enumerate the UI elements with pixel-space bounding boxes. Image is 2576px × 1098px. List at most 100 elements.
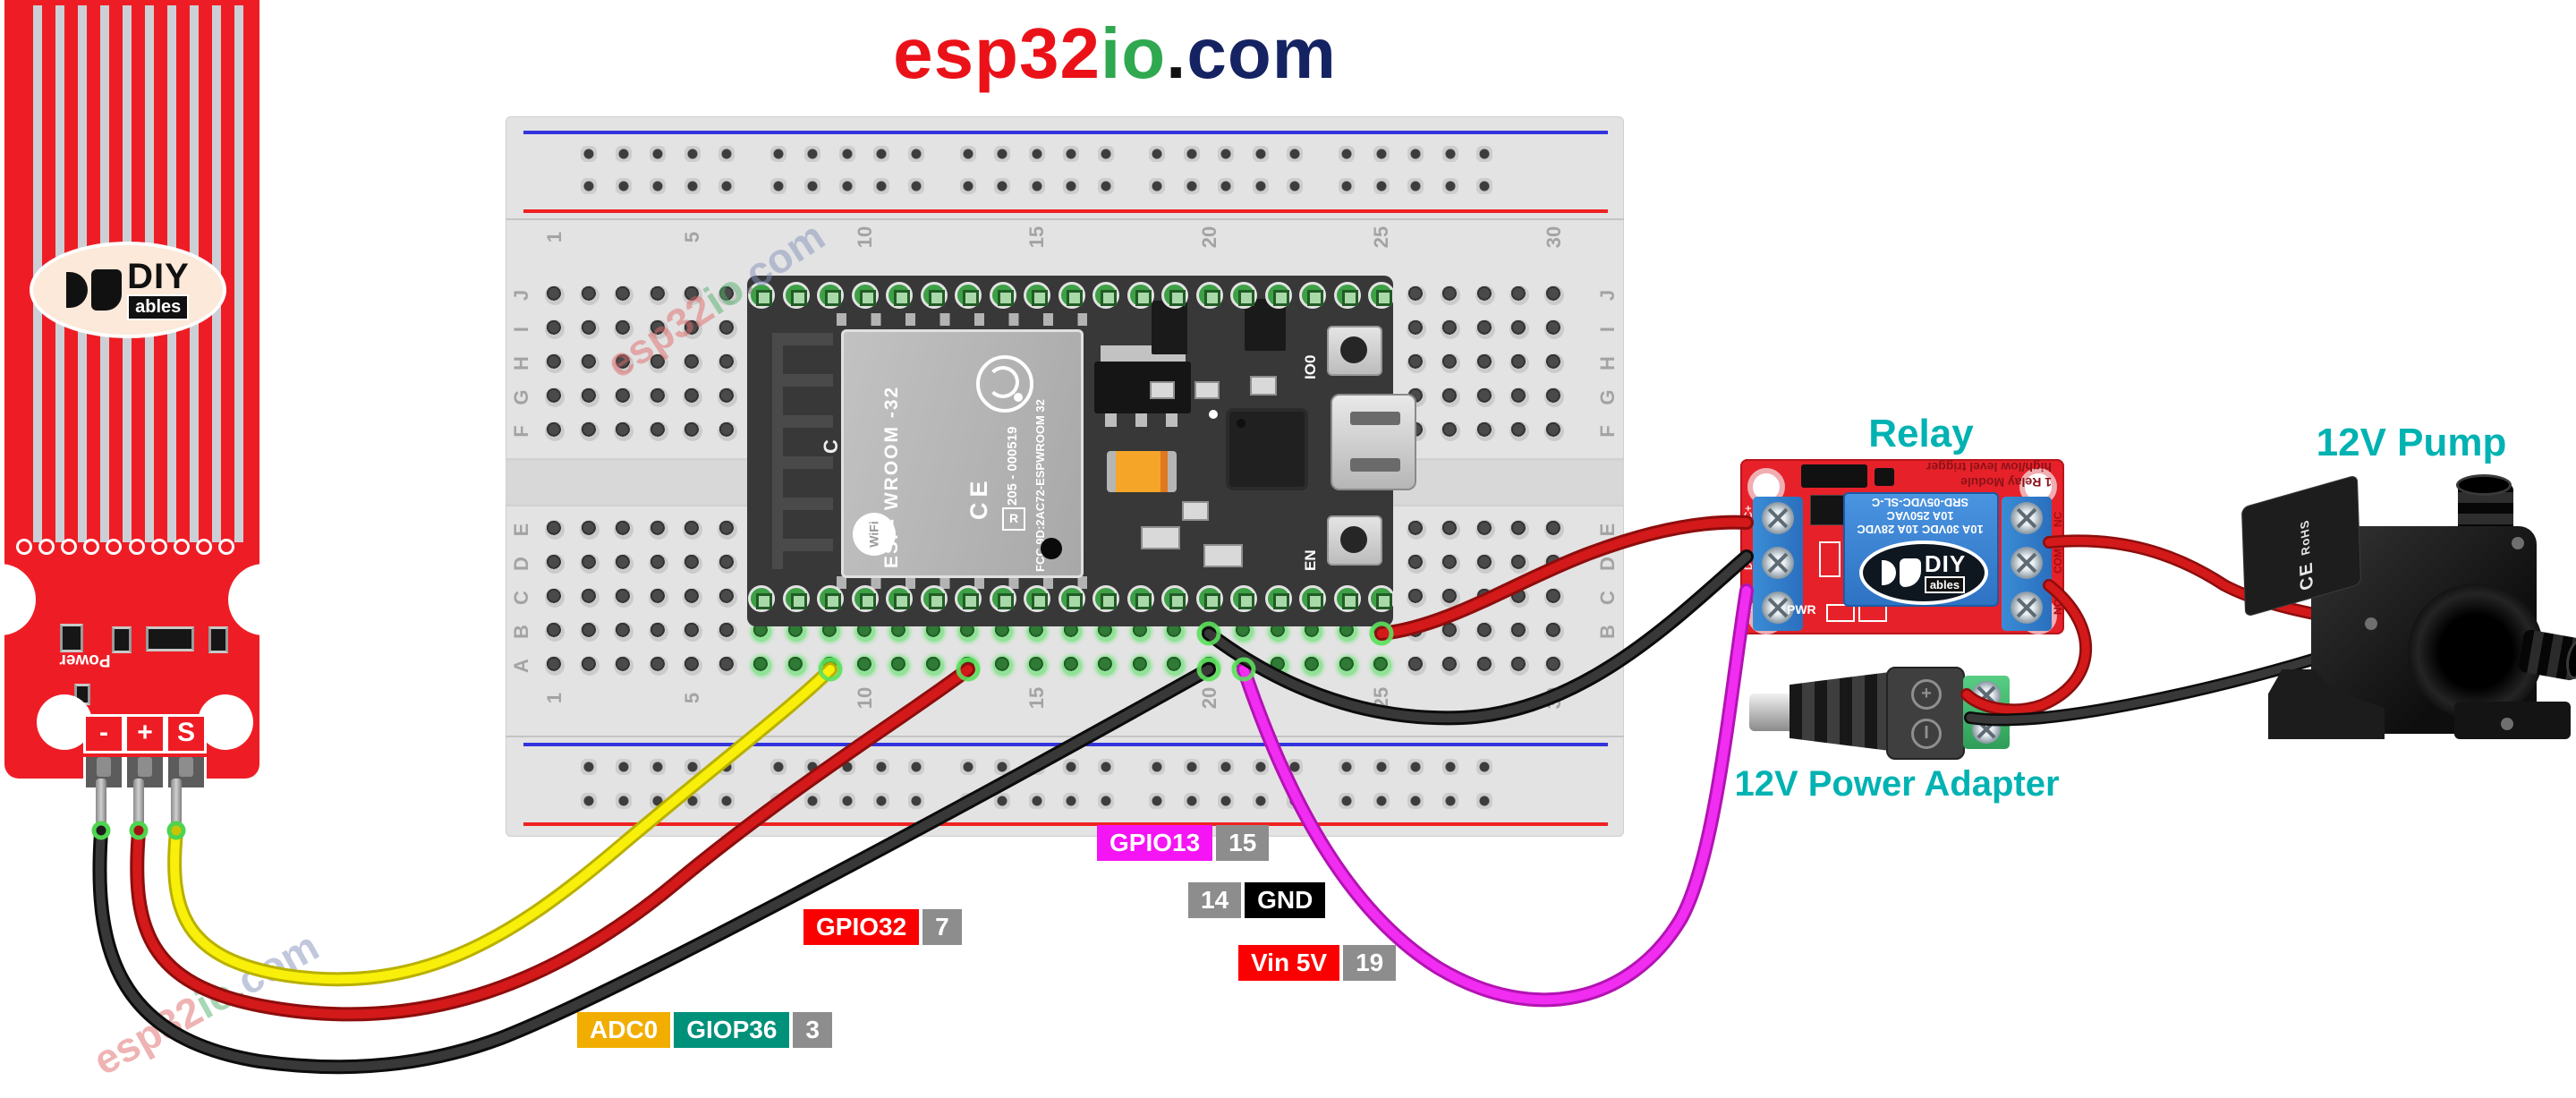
breadboard-hole-connected — [1337, 656, 1357, 676]
pin-label-chip: GND — [1245, 882, 1326, 918]
rail-hole — [873, 178, 890, 194]
pwr-label: PWR — [1787, 602, 1816, 617]
breadboard-hole — [614, 520, 633, 540]
breadboard-hole — [1441, 622, 1460, 642]
breadboard-hole — [1441, 353, 1460, 373]
wire-red-vin-relay-dcplus — [1374, 515, 1754, 641]
rail-hole — [959, 759, 976, 775]
breadboard-hole-connected — [752, 656, 771, 676]
input-terminal-block — [1753, 497, 1803, 631]
rail-hole — [994, 146, 1010, 162]
esp32-header-pin — [1333, 282, 1361, 309]
rail-hole — [1373, 178, 1390, 194]
esp32-header-pin — [1368, 282, 1395, 309]
transistor — [1152, 301, 1187, 354]
sensor-pin-signal: S — [166, 714, 207, 753]
breadboard-hole — [1543, 285, 1564, 305]
rail-hole — [1339, 793, 1355, 809]
barrel-jack-body: + I — [1886, 667, 1965, 760]
rail-hole — [1407, 146, 1424, 162]
breadboard-hole — [545, 387, 565, 407]
esp32-header-pin — [1092, 585, 1119, 612]
pin-label-chip: 3 — [793, 1012, 832, 1048]
sensor-leg — [133, 779, 144, 825]
rail-hole — [650, 178, 666, 194]
esp32-header-pin — [886, 282, 913, 309]
breadboard-hole-connected — [992, 656, 1013, 676]
title-brand: esp32 — [893, 13, 1101, 93]
rail-hole — [1149, 793, 1166, 809]
breadboard-hole — [683, 387, 702, 407]
breadboard-hole — [579, 421, 599, 441]
breadboard-hole-connected — [854, 622, 875, 642]
breadboard-hole — [717, 656, 737, 676]
adapter-heading: 12V Power Adapter — [1734, 764, 2060, 804]
breadboard-hole — [1441, 588, 1460, 608]
breadboard-hole — [1475, 387, 1495, 407]
rail-hole — [1149, 178, 1166, 194]
breadboard-hole — [683, 554, 702, 574]
breadboard-hole — [1406, 656, 1426, 676]
esp32-header-pin — [920, 585, 948, 612]
rail-hole — [718, 793, 735, 809]
breadboard-hole — [545, 353, 565, 373]
breadboard-hole — [717, 622, 737, 642]
breadboard-hole — [1475, 656, 1495, 676]
breadboard-hole — [614, 319, 633, 339]
breadboard-hole — [683, 285, 702, 305]
capacitor — [1107, 451, 1177, 492]
rail-hole — [684, 146, 701, 162]
breadboard-hole — [579, 387, 599, 407]
rail-hole — [994, 178, 1010, 194]
breadboard-hole — [717, 421, 737, 441]
breadboard-hole — [683, 319, 702, 339]
sensor-trace-hole — [128, 539, 145, 555]
esp32-header-pin — [1230, 282, 1257, 309]
breadboard-hole — [1475, 520, 1495, 540]
wire-black-sensor-gnd — [92, 662, 1216, 1075]
esp32-header-pin — [851, 282, 879, 309]
rail-hole — [650, 759, 666, 775]
output-terminal-block — [2002, 497, 2052, 631]
power-symbol: I — [1911, 719, 1942, 749]
rail-hole — [1441, 178, 1458, 194]
breadboard-hole — [1441, 520, 1460, 540]
rail-hole — [907, 178, 924, 194]
rail-hole — [581, 146, 597, 162]
breadboard-hole-connected — [1130, 656, 1151, 676]
breadboard-hole-connected — [1303, 622, 1322, 642]
breadboard-hole-connected — [752, 622, 771, 642]
rail-hole — [1476, 759, 1492, 775]
breadboard-hole — [1475, 622, 1495, 642]
pcb-antenna — [772, 333, 783, 569]
rail-hole — [804, 146, 821, 162]
rail-hole — [1028, 178, 1045, 194]
smd-component — [208, 626, 228, 653]
smd-transistor — [146, 626, 194, 651]
breadboard-hole-connected — [1027, 622, 1047, 642]
esp32-header-pin — [1230, 585, 1257, 612]
rail-hole — [994, 793, 1010, 809]
esp32-header-pin — [851, 585, 879, 612]
esp32-header-pin — [748, 585, 775, 612]
rail-hole — [1218, 759, 1235, 775]
breadboard-hole — [1543, 421, 1564, 441]
breadboard-hole — [683, 520, 702, 540]
rail-line-blue — [523, 131, 1608, 134]
wire-red-relay-com-pump — [2043, 534, 2351, 626]
breadboard-hole — [614, 656, 633, 676]
rail-hole — [1183, 793, 1200, 809]
rail-hole — [718, 146, 735, 162]
sensor-leg — [171, 779, 182, 825]
rail-hole — [804, 178, 821, 194]
breadboard-hole — [1543, 622, 1564, 642]
relay-cube: SRD-05VDC-SL-C 10A 250VAC 10A 30VDC 10A … — [1843, 492, 1999, 607]
esp32-header-pin — [817, 282, 844, 309]
rail-hole — [804, 793, 821, 809]
breadboard-hole — [1543, 520, 1564, 540]
rail-hole — [581, 178, 597, 194]
breadboard-hole-connected — [889, 656, 909, 676]
